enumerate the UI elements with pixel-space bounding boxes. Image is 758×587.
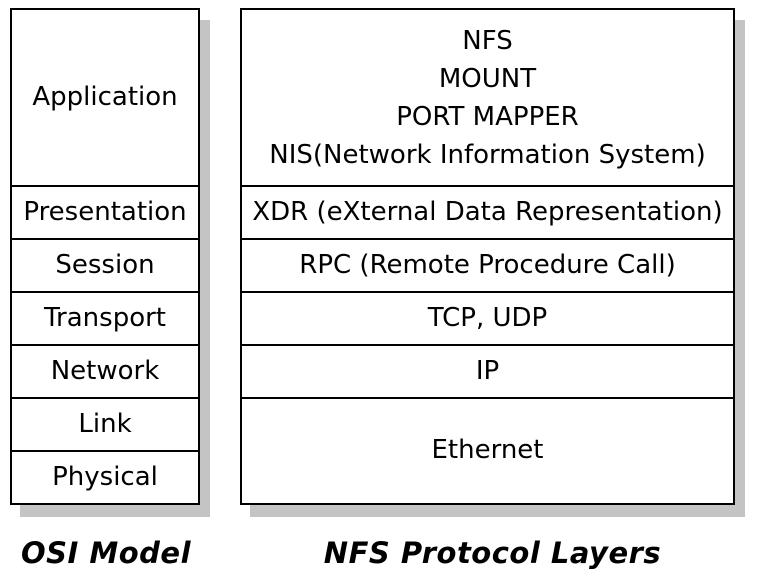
nfs-layer-ip-label: IP xyxy=(475,355,500,386)
nfs-layer-rpc-label: RPC (Remote Procedure Call) xyxy=(299,249,676,280)
osi-layer-transport-label: Transport xyxy=(43,302,166,333)
nfs-service-mount: MOUNT xyxy=(438,63,537,94)
nfs-layer-application-services: NFS MOUNT PORT MAPPER NIS(Network Inform… xyxy=(242,10,733,187)
nfs-layer-xdr-label: XDR (eXternal Data Representation) xyxy=(252,196,723,227)
nfs-protocol-box: NFS MOUNT PORT MAPPER NIS(Network Inform… xyxy=(240,8,735,505)
osi-layer-physical-label: Physical xyxy=(52,461,158,492)
osi-layer-application: Application xyxy=(12,10,198,187)
osi-layer-network: Network xyxy=(12,346,198,399)
nfs-layer-rpc: RPC (Remote Procedure Call) xyxy=(242,240,733,293)
osi-layer-session-label: Session xyxy=(55,249,155,280)
osi-model-box: Application Presentation Session Transpo… xyxy=(10,8,200,505)
nfs-layer-ethernet-label: Ethernet xyxy=(431,435,544,466)
osi-model-caption: OSI Model xyxy=(20,536,192,570)
nfs-service-nfs: NFS xyxy=(462,25,513,56)
osi-layer-session: Session xyxy=(12,240,198,293)
nfs-layer-ip: IP xyxy=(242,346,733,399)
nfs-protocol-caption: NFS Protocol Layers xyxy=(323,536,662,570)
osi-layer-presentation-label: Presentation xyxy=(23,196,187,227)
osi-layer-presentation: Presentation xyxy=(12,187,198,240)
nfs-layer-ethernet: Ethernet xyxy=(242,399,733,503)
osi-layer-transport: Transport xyxy=(12,293,198,346)
nfs-layer-tcp-udp-label: TCP, UDP xyxy=(427,302,548,333)
nfs-layer-tcp-udp: TCP, UDP xyxy=(242,293,733,346)
nfs-layer-xdr: XDR (eXternal Data Representation) xyxy=(242,187,733,240)
osi-layer-link: Link xyxy=(12,399,198,452)
osi-layer-application-label: Application xyxy=(32,81,178,112)
nfs-service-nis: NIS(Network Information System) xyxy=(269,139,706,170)
osi-layer-network-label: Network xyxy=(50,355,160,386)
osi-layer-physical: Physical xyxy=(12,452,198,503)
nfs-service-port-mapper: PORT MAPPER xyxy=(396,101,579,132)
osi-layer-link-label: Link xyxy=(78,408,132,439)
